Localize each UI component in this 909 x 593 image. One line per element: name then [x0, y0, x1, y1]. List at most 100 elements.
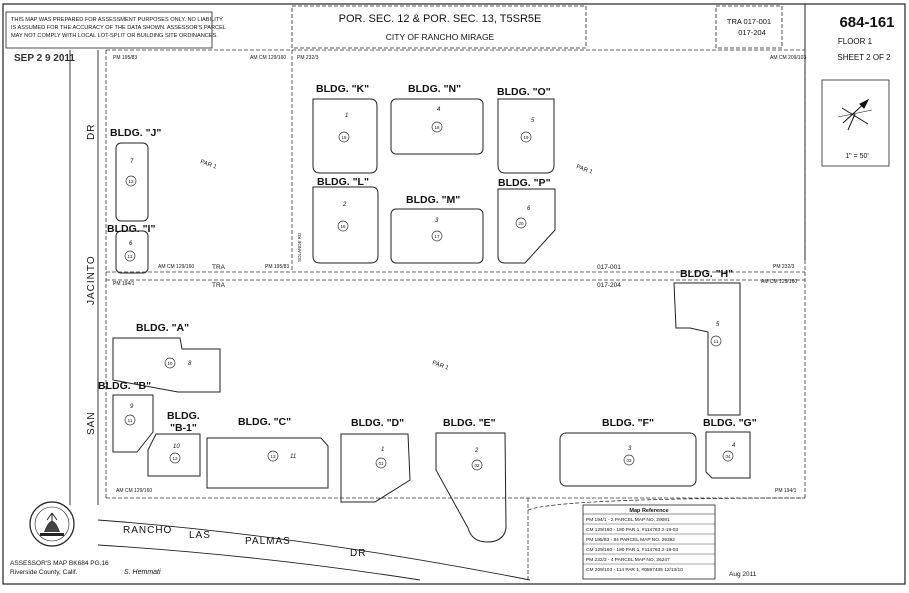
bldg-k-outline [312, 98, 378, 174]
street-san-label: SAN [86, 411, 97, 435]
bldg-b-label: BLDG. "B" [98, 380, 151, 392]
assessor-map-reference: ASSESSOR'S MAP BK684 PG.16 [10, 560, 109, 567]
map-number: 684-161 [839, 14, 894, 31]
unit-number: 11 [128, 418, 133, 423]
unit-number: 17 [434, 234, 440, 239]
unit-number-circles [124, 121, 734, 471]
parcel-label: PAR 1 [575, 164, 594, 176]
lot-number: 3 [435, 218, 439, 224]
lot-number: 7 [130, 159, 134, 165]
ref-note: SOLANDE RD [297, 232, 302, 262]
north-arrow-icon [837, 98, 873, 131]
disclaimer-line-2: IS ASSUMED FOR THE ACCURACY OF THE DATA … [11, 25, 226, 31]
ref-note: AM CM 129/160 [116, 488, 152, 494]
sheet-label: SHEET 2 OF 2 [837, 53, 891, 62]
title-box [291, 5, 587, 49]
street-dr-label: DR [86, 124, 97, 140]
unit-number: 12 [127, 254, 133, 259]
lot-number: 5 [716, 322, 720, 328]
unit-number: 01 [378, 461, 384, 466]
bldg-i-label: BLDG. "I" [107, 223, 155, 235]
lot-number: 9 [130, 404, 134, 410]
lot-number: 6 [527, 206, 531, 212]
bldg-h-outline [673, 282, 741, 416]
bldg-e-label: BLDG. "E" [443, 417, 496, 429]
map-reference-title: Map Reference [629, 508, 668, 514]
city-name: CITY OF RANCHO MIRAGE [386, 32, 495, 42]
unit-number: 11 [714, 339, 719, 344]
tra-code-2: 017-204 [738, 28, 766, 37]
map-reference-row: PM 195/83 - 84 PARCEL MAP NO. 29392 [586, 537, 675, 543]
bldg-l-label: BLDG. "L" [317, 176, 369, 188]
floor-label: FLOOR 1 [838, 37, 873, 46]
disclaimer-line-3: MAY NOT COMPLY WITH LOCAL LOT-SPLIT OR B… [11, 33, 218, 39]
unit-number: 13 [128, 179, 134, 184]
street-lines [69, 50, 531, 581]
map-reference-row: PM 194/1 - 2 PARCEL MAP NO. 29091 [586, 517, 670, 523]
street-las-label: LAS [189, 530, 211, 541]
unit-number: 19 [523, 135, 529, 140]
lot-number: 1 [381, 447, 384, 453]
disclaimer-box [5, 11, 213, 49]
ref-note: PM 232/3 [297, 55, 319, 61]
unit-number: 16 [340, 224, 346, 229]
bldg-k-label: BLDG. "K" [316, 83, 369, 95]
tra-label: TRA [212, 282, 226, 289]
map-reference-table: Map Reference PM 194/1 - 2 PARCEL MAP NO… [582, 504, 716, 580]
map-reference-row: PM 232/3 - 4 PARCEL MAP NO. 36247 [586, 557, 670, 563]
lot-number: 2 [342, 202, 347, 208]
parcel-label: PAR 1 [199, 159, 218, 171]
bldg-j-label: BLDG. "J" [110, 127, 161, 139]
scale-label: 1" = 50' [845, 153, 868, 160]
bldg-c-label: BLDG. "C" [238, 416, 291, 428]
bldg-p-outline [497, 188, 556, 264]
preparer-signature: S. Hemmati [124, 569, 161, 576]
bldg-c-outline [206, 437, 329, 489]
bldg-d-label: BLDG. "D" [351, 417, 404, 429]
bldg-a-outline [112, 337, 221, 393]
unit-number: 04 [725, 454, 731, 459]
bldg-b1-outline [147, 433, 201, 477]
tra-box [715, 5, 783, 49]
bldg-h-label: BLDG. "H" [680, 268, 733, 280]
unit-number: 18 [434, 125, 440, 130]
bldg-n-label: BLDG. "N" [408, 83, 461, 95]
unit-number: 15 [341, 135, 347, 140]
lot-number: 4 [732, 443, 736, 449]
tra-code-label: 017-204 [597, 282, 621, 289]
bldg-d-outline [340, 433, 411, 503]
lot-number: 11 [290, 454, 296, 460]
bldg-b-outline [112, 394, 154, 453]
ref-note: PM 194/1 [113, 281, 135, 287]
county-seal-logo [29, 501, 75, 547]
bldg-n-outline [390, 98, 484, 155]
disclaimer-line-1: THIS MAP WAS PREPARED FOR ASSESSMENT PUR… [11, 17, 223, 23]
bldg-g-label: BLDG. "G" [703, 417, 757, 429]
lot-number: 3 [628, 446, 632, 452]
street-jacinto-label: JACINTO [86, 255, 97, 305]
lot-number: 6 [129, 241, 133, 247]
map-reference-row: CM 209/103 - 114 PAR 1, #0597435 12/13/1… [586, 567, 683, 573]
bldg-a-label: BLDG. "A" [136, 322, 189, 334]
unit-number: 20 [518, 221, 524, 226]
lot-number: 8 [188, 361, 192, 367]
boundary-lines [105, 49, 806, 580]
bldg-e-outline [435, 432, 507, 543]
map-reference-row: CM 129/160 - 180 PAR 1, #114763 2-19-03 [586, 547, 678, 553]
lot-number: 10 [173, 444, 180, 450]
street-dr2-label: DR [350, 548, 366, 559]
parcel-label: PAR 1 [431, 360, 450, 372]
bldg-i-outline [115, 230, 149, 274]
ref-note: PM 195/83 [113, 55, 137, 61]
bldg-l-outline [312, 186, 379, 264]
ref-note: PM 195/83 [265, 264, 289, 270]
tra-label: TRA [212, 264, 226, 271]
ref-note: AM CM 209/103 [770, 55, 806, 61]
map-frame [2, 3, 906, 585]
street-palmas-label: PALMAS [245, 536, 291, 547]
bldg-m-outline [390, 208, 484, 264]
lot-number: 2 [474, 448, 479, 454]
bldg-p-label: BLDG. "P" [498, 177, 551, 189]
bldg-b1-label: BLDG. [167, 410, 200, 422]
ref-note: PM 194/1 [775, 488, 797, 494]
